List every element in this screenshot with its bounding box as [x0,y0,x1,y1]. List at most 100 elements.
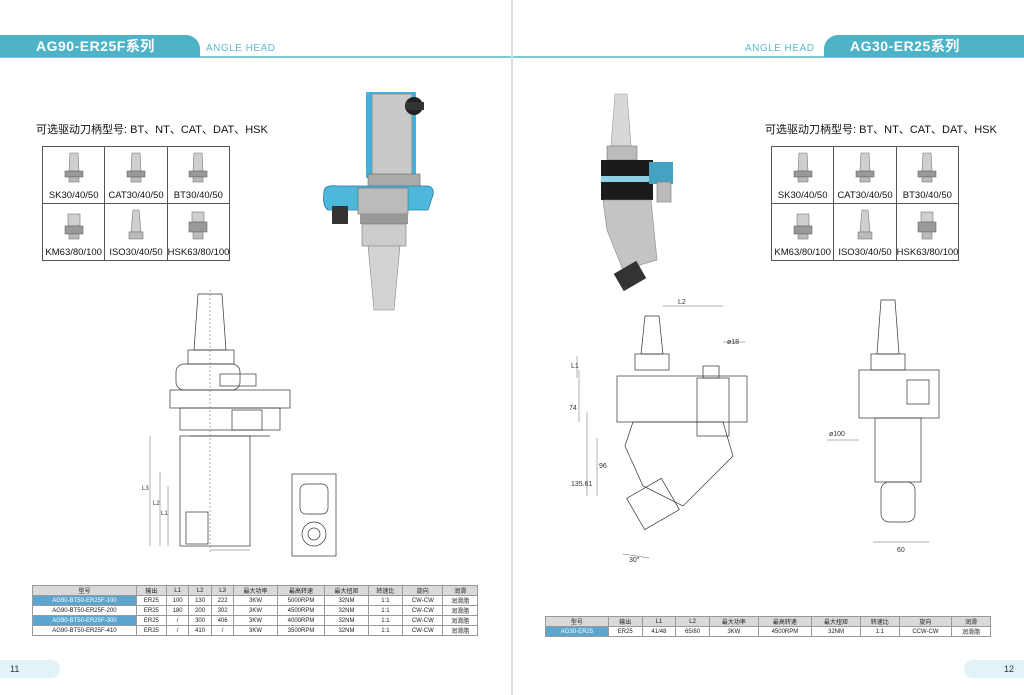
table-cell: 3KW [233,605,278,616]
holder-label: CAT30/40/50 [108,190,164,201]
table-cell: 32NM [324,615,369,626]
page-number: 11 [0,660,60,678]
col-header: 润滑 [951,616,991,627]
holder-label: BT30/40/50 [902,190,952,201]
table-cell: 302 [210,605,235,616]
spec-table: 型号 输出 L1 L2 L3 最大功率 最高转速 最大扭矩 转速比 旋向 润滑 … [32,585,478,636]
holder-label: ISO30/40/50 [109,247,163,258]
holder-cell: KM63/80/100 [41,203,106,261]
table-cell: 300 [188,615,212,626]
holder-caption: 可选驱动刀柄型号: BT、NT、CAT、DAT、HSK [765,124,997,136]
header-subtitle: ANGLE HEAD [206,43,276,54]
holder-label: SK30/40/50 [48,190,99,201]
table-cell: AG90-BT50-ER25F-410 [32,625,137,636]
product-photo-ag30 [601,93,673,292]
table-cell: 3KW [233,625,278,636]
left-page: AG90-ER25F系列 ANGLE HEAD 可选驱动刀柄型号: BT、NT、… [0,0,511,695]
technical-drawing-ag30-side: ø100 60 [827,299,940,554]
table-cell: 222 [210,595,235,606]
holder-label: CAT30/40/50 [837,190,893,201]
table-cell: ER25 [135,615,167,626]
spec-table: 型号 输出 L1 L2 最大功率 最高转速 最大扭矩 转速比 旋向 润滑 AG3… [545,616,991,637]
table-cell: 65/80 [675,626,710,637]
table-cell: ER25 [607,626,643,637]
header-line [0,56,511,58]
table-cell: / [165,615,190,626]
dim-label: L2 [153,501,160,507]
dim-label: L1 [571,363,579,370]
table-cell: 1:1 [367,595,404,606]
holder-cell: CAT30/40/50 [104,146,168,204]
table-cell: 41/48 [641,626,677,637]
holder-cell: KM63/80/100 [770,203,835,261]
holder-grid: SK30/40/50 CAT30/40/50 BT30/40/50 KM63/8… [41,146,231,261]
technical-drawing-ag90: L3 L2 L1 [142,290,291,552]
col-header: 最高转速 [757,616,813,627]
table-cell: CW-CW [402,625,444,636]
table-cell: 100 [165,595,190,606]
dim-label: 60 [897,547,905,554]
table-cell: 1:1 [367,605,404,616]
table-cell: / [165,625,190,636]
dim-label: 135.61 [571,481,593,488]
table-cell: 3KW [233,595,278,606]
table-cell: 3KW [708,626,759,637]
holder-label: ISO30/40/50 [838,247,892,258]
col-header: L1 [165,585,190,596]
holder-icon [126,152,146,183]
table-cell: ER25 [135,625,167,636]
holder-icon [189,152,208,183]
dim-label: ø100 [829,431,845,438]
page-number: 12 [964,660,1024,678]
table-cell: 1:1 [367,625,404,636]
holder-icon [857,209,873,240]
table-cell: AG90-BT50-ER25F-200 [32,605,137,616]
table-cell: 1:1 [367,615,404,626]
holder-cell: ISO30/40/50 [104,203,168,261]
table-cell: 32NM [324,605,369,616]
holder-cell: ISO30/40/50 [833,203,897,261]
table-cell: CW-CW [402,615,444,626]
table-cell: 1:1 [859,626,900,637]
dim-label: ø18 [727,339,739,346]
holder-caption: 可选驱动刀柄型号: BT、NT、CAT、DAT、HSK [36,124,268,136]
table-cell: 32NM [324,625,369,636]
table-cell: 200 [188,605,212,616]
page-spine [511,0,513,695]
table-cell: / [210,625,235,636]
holder-icon [793,213,812,240]
table-cell: 410 [188,625,212,636]
col-header: L2 [188,585,212,596]
product-photo-ag90 [323,92,434,311]
holder-icon [918,152,937,183]
table-cell: 4500RPM [276,605,326,616]
header-line [513,56,1024,58]
col-header: 型号 [32,585,137,596]
holder-cell: SK30/40/50 [770,146,835,204]
col-header: 型号 [545,616,609,627]
table-cell: 32NM [324,595,369,606]
dim-label: L2 [678,299,686,306]
col-header: 输出 [135,585,167,596]
col-header: 旋向 [402,585,444,596]
col-header: 润滑 [442,585,478,596]
table-cell: ER25 [135,595,167,606]
table-cell: CW-CW [402,605,444,616]
table-cell: 4500RPM [757,626,813,637]
holder-label: KM63/80/100 [774,247,831,258]
holder-label: HSK63/80/100 [896,247,959,258]
holder-icon [189,211,208,240]
dim-label: L3 [142,486,149,492]
holder-label: HSK63/80/100 [167,247,230,258]
technical-drawing-ag30-front: L2 L1 ø18 74 96 135.61 30° [569,299,748,564]
col-header: L3 [210,585,235,596]
dim-label: 74 [569,405,577,412]
right-page: AG30-ER25系列 ANGLE HEAD 可选驱动刀柄型号: BT、NT、C… [513,0,1024,695]
dim-label: L1 [161,511,168,517]
table-cell: CCW-CW [898,626,953,637]
table-cell: 180 [165,605,190,616]
table-cell: 润滑脂 [442,595,478,606]
series-title: AG30-ER25系列 [824,35,1024,57]
